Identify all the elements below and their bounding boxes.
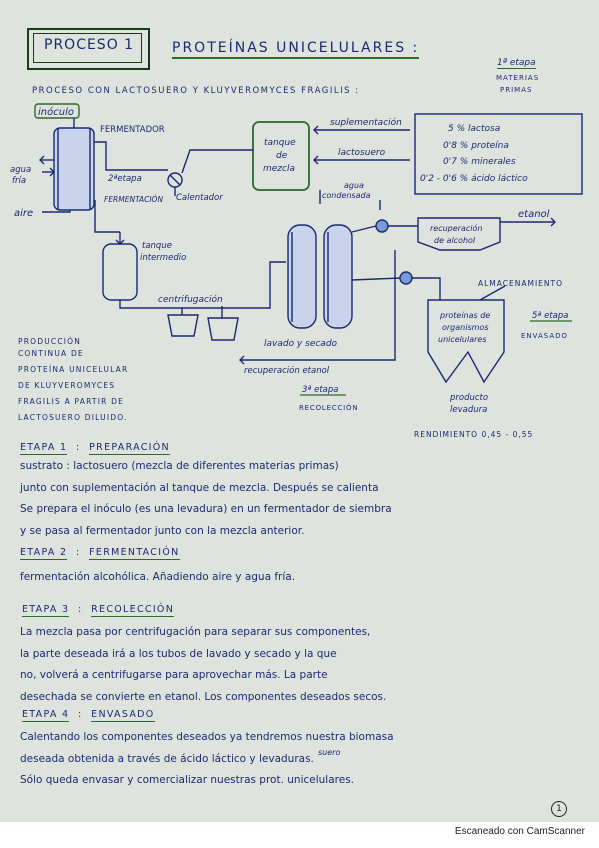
etapa4-heading: ETAPA 4 : ENVASADO — [22, 709, 155, 722]
produccion-line-5: FRAGILIS A PARTIR DE — [18, 397, 124, 406]
etapa2-label: 2ªetapa — [108, 174, 142, 184]
etapa2-heading: ETAPA 2 : FERMENTACIÓN — [20, 547, 180, 560]
aire-label: aire — [14, 208, 33, 219]
etapa5-label: 5ª etapa — [532, 311, 569, 321]
proteinas-box-line-1: proteínas de — [439, 311, 490, 320]
centrifuga-1 — [167, 314, 199, 337]
producto-label-1: producto — [449, 393, 488, 403]
recuperacion-alcohol-label-2: de alcohol — [434, 236, 476, 245]
produccion-line-2: CONTINUA DE — [18, 349, 84, 358]
stage1-primas: PRIMAS — [500, 86, 533, 94]
process-subtitle: PROCESO CON LACTOSUERO Y KLUYVEROMYCES F… — [32, 86, 360, 96]
process-label: PROCESO 1 — [44, 37, 135, 53]
tanque-mezcla-label-3: mezcla — [263, 164, 295, 174]
composition-item-3: 0'7 % minerales — [443, 157, 516, 167]
agua-fria-label-1: agua — [10, 165, 31, 175]
agua-condensada-label-1: agua — [344, 181, 364, 190]
etapa4-correction: suero — [318, 748, 341, 757]
inoculo-label: inóculo — [38, 106, 74, 118]
etapa3-label: 3ª etapa — [302, 385, 339, 395]
produccion-line-6: LACTOSUERO DILUIDO. — [18, 413, 128, 422]
almacenamiento-label: ALMACENAMIENTO — [478, 279, 563, 288]
page-title: PROTEÍNAS UNICELULARES : — [172, 40, 420, 59]
inoculo-box — [34, 103, 80, 119]
tanque-intermedio-label-2: intermedio — [140, 253, 186, 263]
etapa1-text: sustrato : lactosuero (mezcla de diferen… — [20, 460, 392, 537]
page-number: 1 — [551, 801, 567, 817]
produccion-line-1: PRODUCCIÓN — [18, 337, 81, 346]
etapa3-text: La mezcla pasa por centrifugación para s… — [20, 626, 387, 703]
centrifuga-2 — [207, 317, 239, 341]
fermentador-label: FERMENTADOR — [100, 125, 165, 135]
rendimiento-label: RENDIMIENTO 0,45 - 0,55 — [414, 430, 533, 439]
lactosuero-label: lactosuero — [338, 148, 386, 158]
process-box-inner — [33, 33, 142, 63]
etanol-label: etanol — [518, 209, 550, 220]
silo-almacenamiento — [427, 299, 505, 384]
stage1-label: 1ª etapa — [497, 58, 536, 69]
produccion-line-3: PROTEÍNA UNICELULAR — [18, 365, 128, 374]
lavado-secado-label: lavado y secado — [264, 339, 338, 349]
notebook-page: PROCESO 1 PROTEÍNAS UNICELULARES : 1ª et… — [0, 0, 599, 822]
produccion-line-4: DE KLUYVEROMYCES — [18, 381, 115, 390]
recuperacion-etanol-label: recuperación etanol — [244, 365, 330, 376]
tanque-intermedio — [102, 243, 138, 301]
composition-box — [414, 113, 583, 195]
fermentador-vessel — [53, 127, 95, 211]
recuperacion-alcohol-unit — [417, 217, 501, 251]
composition-item-1: 5 % lactosa — [448, 124, 500, 134]
stage1-materias: MATERIAS — [496, 74, 540, 82]
proteinas-box-line-2: organismos — [442, 323, 488, 332]
valvula-2 — [399, 271, 413, 285]
recuperacion-alcohol-label-1: recuperación — [430, 223, 482, 233]
tanque-mezcla-label-1: tanque — [264, 138, 296, 148]
calentador-label: Calentador — [176, 193, 223, 203]
agua-condensada-label-2: condensada — [322, 191, 371, 200]
etapa1-heading: ETAPA 1 : PREPARACIÓN — [20, 442, 170, 455]
etapa2-name: FERMENTACIÓN — [104, 195, 163, 204]
process-diagram: inóculo FERMENTADOR agua fría 2ªetapa FE… — [10, 103, 583, 439]
valvula-1 — [375, 219, 389, 233]
etapa4-text: Calentando los componentes deseados ya t… — [20, 731, 394, 786]
process-box-outer — [27, 28, 150, 70]
agua-fria-label-2: fría — [12, 176, 26, 186]
composition-item-4: 0'2 - 0'6 % ácido láctico — [420, 174, 528, 184]
proteinas-box-line-3: unicelulares — [438, 335, 486, 344]
columna-lavado-1 — [287, 224, 317, 329]
etapa5-name: ENVASADO — [521, 332, 568, 340]
tanque-mezcla-label-2: de — [276, 151, 288, 161]
etapa3-name: RECOLECCIÓN — [299, 403, 358, 412]
composition-item-2: 0'8 % proteína — [443, 141, 509, 151]
tanque-intermedio-label-1: tanque — [142, 241, 172, 251]
etapa3-heading: ETAPA 3 : RECOLECCIÓN — [22, 604, 175, 617]
etapa2-text: fermentación alcohólica. Añadiendo aire … — [20, 571, 296, 583]
producto-label-2: levadura — [450, 405, 487, 415]
scanner-footer: Escaneado con CamScanner — [454, 826, 585, 837]
suplementacion-label: suplementación — [330, 117, 402, 128]
columna-lavado-2 — [323, 224, 353, 329]
centrifugacion-label: centrifugación — [158, 294, 223, 305]
tanque-mezcla — [252, 121, 310, 191]
